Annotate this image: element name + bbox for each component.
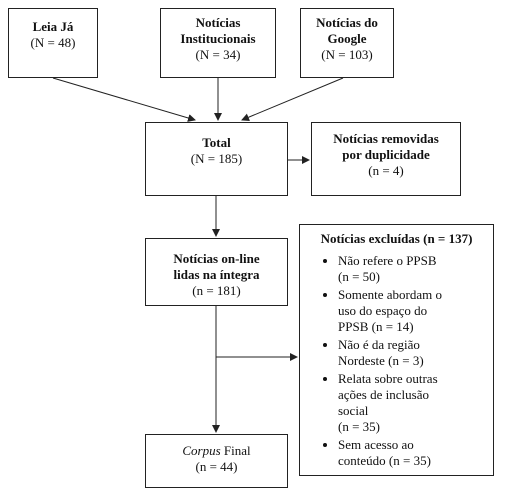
box-title: Notícias excluídas (n = 137) (320, 231, 473, 246)
box-count: (n = 4) (368, 163, 404, 178)
list-item: Relata sobre outras ações de inclusão so… (338, 371, 485, 435)
box-noticias-removidas: Notícias removidas por duplicidade (n = … (311, 122, 461, 196)
arrow-google-to-total (241, 77, 344, 122)
box-title: Leia Já (32, 19, 74, 34)
box-leia-ja: Leia Já (N = 48) (8, 8, 98, 78)
box-title-line1: Notícias on-line (173, 251, 260, 266)
box-corpus-final: Corpus Final (n = 44) (145, 434, 288, 488)
list-item: Não refere o PPSB (n = 50) (338, 253, 485, 285)
box-count: (n = 44) (195, 459, 238, 474)
box-title-line2: lidas na íntegra (173, 267, 260, 282)
list-item: Não é da região Nordeste (n = 3) (338, 337, 485, 369)
box-title-line1: Notícias removidas (333, 131, 439, 146)
box-title: Corpus Final (182, 443, 251, 458)
box-title-line2: Institucionais (180, 31, 256, 46)
box-noticias-excluidas: Notícias excluídas (n = 137) Não refere … (299, 224, 494, 476)
box-title-line1: Notícias (195, 15, 241, 30)
box-count: (N = 103) (321, 47, 373, 62)
arrow-leia-to-total (52, 77, 196, 122)
box-title: Total (202, 135, 231, 150)
box-noticias-institucionais: Notícias Institucionais (N = 34) (160, 8, 276, 78)
box-noticias-online: Notícias on-line lidas na íntegra (n = 1… (145, 238, 288, 306)
box-total: Total (N = 185) (145, 122, 288, 196)
box-count: (N = 48) (30, 35, 76, 50)
list-item: Somente abordam o uso do espaço do PPSB … (338, 287, 485, 335)
box-title-line1: Notícias do (316, 15, 378, 30)
box-count: (n = 181) (192, 283, 241, 298)
exclusion-list: Não refere o PPSB (n = 50) Somente abord… (308, 253, 485, 469)
box-count: (N = 34) (195, 47, 241, 62)
box-count: (N = 185) (190, 151, 243, 166)
box-title-line2: Google (327, 31, 367, 46)
box-title-line2: por duplicidade (342, 147, 430, 162)
list-item: Sem acesso ao conteúdo (n = 35) (338, 437, 485, 469)
box-noticias-google: Notícias do Google (N = 103) (300, 8, 394, 78)
